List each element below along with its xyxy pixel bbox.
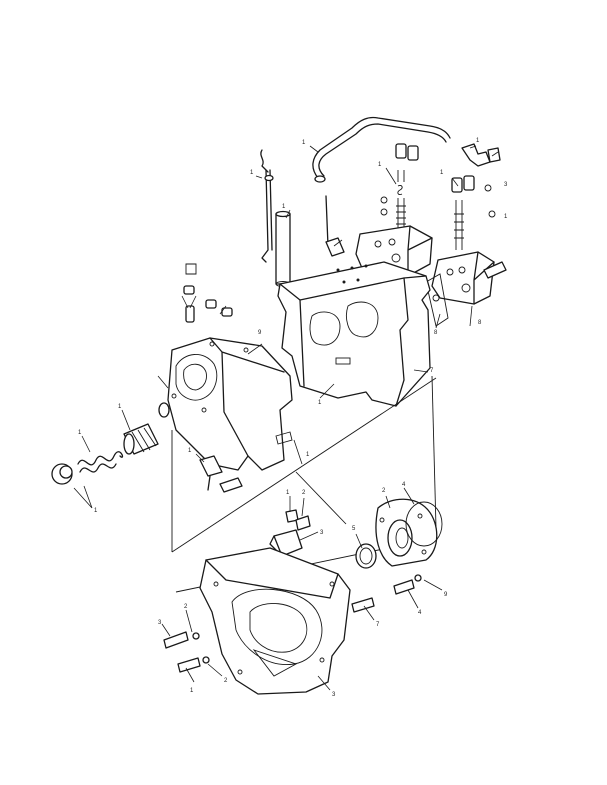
- callout-washer-c: 9: [444, 592, 448, 598]
- spring: [77, 451, 124, 473]
- callout-elbow: 1: [476, 138, 480, 144]
- bracket: [269, 529, 303, 557]
- callout-dowel: 1: [306, 452, 310, 458]
- callout-plug-r: 1: [504, 214, 508, 220]
- callout-pump-right: 8: [478, 320, 482, 326]
- hydraulic-tube: [312, 116, 451, 257]
- callout-washer-b: 2: [224, 678, 228, 684]
- small-plugs: [183, 263, 233, 323]
- callout-fitting: 3: [504, 182, 508, 188]
- callout-gasket: 1: [282, 204, 286, 210]
- callout-screen: 1: [118, 404, 122, 410]
- callout-tube: 1: [302, 140, 306, 146]
- callout-case-top: 1: [318, 400, 322, 406]
- callout-plug: 1: [94, 508, 98, 514]
- callout-valve-2: 1: [440, 170, 444, 176]
- callout-pump-left: 8: [434, 330, 438, 336]
- callout-small-bolt-b: 2: [302, 490, 306, 496]
- filter-screen: [123, 423, 159, 455]
- converter-housing: [199, 547, 351, 695]
- bearing-retainer: [375, 498, 438, 567]
- elbow-fitting: [461, 143, 501, 167]
- small-bolts: [285, 509, 311, 531]
- callout-valve-1: 1: [378, 162, 382, 168]
- callout-switch: 1: [188, 448, 192, 454]
- drain-plug: [51, 463, 73, 485]
- callout-numbers: 1 7 8 8 3 2 2 3 1 7 4 9 3 5 4 2 1 2 1 1 …: [78, 138, 508, 698]
- side-bolt: [483, 261, 507, 279]
- callout-spring: 1: [78, 430, 82, 436]
- callout-bearing-ret: 2: [382, 488, 386, 494]
- callout-bolt-d: 4: [418, 610, 422, 616]
- filler-tube: [275, 210, 291, 287]
- callout-washer-a: 2: [184, 604, 188, 610]
- valve-assembly-right: [451, 175, 496, 250]
- transmission-case: [277, 261, 431, 407]
- callout-small-bolt-a: 1: [286, 490, 290, 496]
- valve-assembly-left: [380, 143, 419, 240]
- callout-cover: 9: [258, 330, 262, 336]
- callout-case-side: 7: [430, 368, 434, 374]
- callout-oring: 4: [402, 482, 406, 488]
- rear-cover: [158, 337, 293, 471]
- pump-gasket: [425, 273, 449, 327]
- callout-bolt-a: 3: [158, 620, 162, 626]
- callout-bolt-c: 7: [376, 622, 380, 628]
- oil-seal: [355, 543, 377, 569]
- callout-bolt-b: 1: [190, 688, 194, 694]
- callout-breather: 1: [250, 170, 254, 176]
- dipstick: [260, 149, 274, 263]
- callout-bracket: 3: [320, 530, 324, 536]
- temperature-switch: [199, 431, 293, 493]
- o-ring: [405, 501, 443, 547]
- housing-bolts: [163, 574, 422, 673]
- leader-lines: [73, 145, 499, 691]
- callout-seal: 5: [352, 526, 356, 532]
- callout-front-housing: 3: [332, 692, 336, 698]
- control-valve-body-right: [431, 251, 495, 305]
